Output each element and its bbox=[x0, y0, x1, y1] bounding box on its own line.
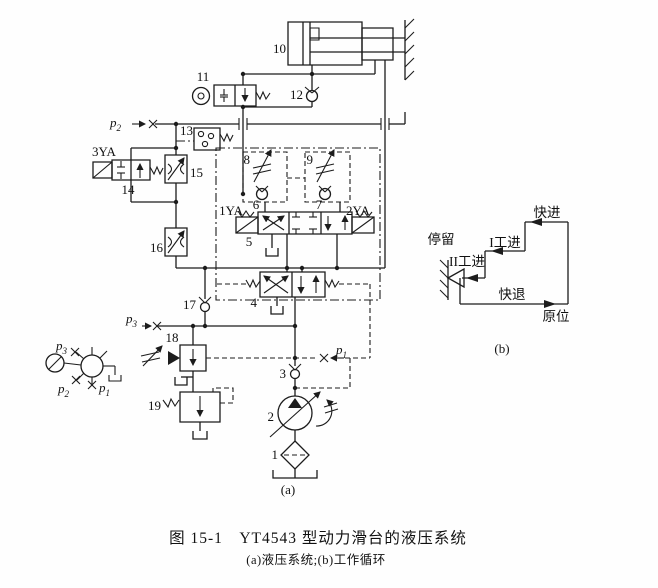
filter-1: 1 bbox=[272, 441, 318, 478]
slide-wall bbox=[405, 19, 414, 80]
junction-dots bbox=[173, 71, 340, 391]
label-15: 15 bbox=[190, 165, 203, 180]
label-13: 13 bbox=[180, 123, 193, 138]
cycle-dwell: 停留 bbox=[428, 231, 455, 247]
sublabel-a: (a) bbox=[281, 482, 295, 497]
gauge-label-p1: p1 bbox=[98, 380, 110, 398]
label-7: 7 bbox=[316, 197, 323, 212]
work-cycle-diagram: 快进 I工进 II工进 停留 快退 原位 (b) bbox=[428, 205, 570, 356]
label-4: 4 bbox=[251, 295, 258, 310]
label-16: 16 bbox=[150, 240, 164, 255]
label-11: 11 bbox=[197, 69, 210, 84]
label-12: 12 bbox=[290, 87, 303, 102]
label-10: 10 bbox=[273, 41, 286, 56]
label-5: 5 bbox=[246, 234, 253, 249]
p3-line: p3 bbox=[125, 311, 295, 330]
label-3ya: 3YA bbox=[92, 144, 116, 159]
label-1: 1 bbox=[272, 447, 279, 462]
caption-title: 图 15-1 YT4543 型动力滑台的液压系统 bbox=[169, 529, 467, 547]
cylinder-10: 10 bbox=[273, 22, 405, 65]
solenoid-valve-14: 3YA 14 bbox=[92, 144, 176, 202]
cycle-rapid-advance: 快进 bbox=[534, 205, 562, 220]
cycle-feed-2: II工进 bbox=[449, 254, 485, 269]
flow-control-bridge: 8 9 6 7 bbox=[243, 149, 350, 212]
gauge-label-p3: p3 bbox=[55, 338, 68, 356]
label-2ya: 2YA bbox=[346, 203, 370, 218]
label-3: 3 bbox=[280, 366, 287, 381]
gauge-label-p2: p2 bbox=[57, 381, 70, 399]
caption-sub: (a)液压系统;(b)工作循环 bbox=[246, 552, 385, 567]
left-branch: 15 16 bbox=[150, 124, 203, 268]
sequence-valve-18: 18 p1 bbox=[141, 326, 370, 392]
label-p2: p2 bbox=[109, 115, 122, 133]
label-p1: p1 bbox=[335, 342, 347, 360]
label-2: 2 bbox=[268, 409, 275, 424]
gauge-selector-cluster: p3 p2 p1 bbox=[46, 338, 121, 399]
cycle-feed-1: I工进 bbox=[489, 235, 521, 250]
label-1ya: 1YA bbox=[219, 203, 243, 218]
check-valve-12: 12 bbox=[243, 74, 319, 107]
label-8: 8 bbox=[244, 152, 251, 167]
valve-block-enclosure bbox=[216, 148, 380, 300]
sublabel-b: (b) bbox=[494, 341, 509, 356]
label-18: 18 bbox=[166, 330, 179, 345]
label-14: 14 bbox=[122, 182, 136, 197]
pilot-valve-4: 4 bbox=[216, 268, 370, 358]
label-p3: p3 bbox=[125, 311, 138, 329]
check-valve-17: 17 bbox=[183, 268, 211, 326]
label-17: 17 bbox=[183, 297, 197, 312]
cycle-rapid-return: 快退 bbox=[499, 287, 527, 302]
directional-valve-5: 1YA 2YA 5 bbox=[219, 203, 374, 272]
label-6: 6 bbox=[253, 197, 260, 212]
cycle-home: 原位 bbox=[543, 309, 570, 324]
p2-line: p2 bbox=[109, 112, 405, 133]
pressure-relay-11: 11 bbox=[193, 69, 271, 194]
variable-pump-2: 2 bbox=[268, 391, 339, 441]
cylinder-pipes bbox=[243, 60, 385, 268]
check-valve-3: 3 bbox=[280, 326, 351, 396]
relief-valve-19: 19 bbox=[148, 388, 233, 439]
label-19: 19 bbox=[148, 398, 161, 413]
label-9: 9 bbox=[307, 152, 314, 167]
pressure-relay-13: 13 bbox=[176, 123, 233, 150]
caption: 图 15-1 YT4543 型动力滑台的液压系统 (a)液压系统;(b)工作循环 bbox=[169, 529, 467, 567]
